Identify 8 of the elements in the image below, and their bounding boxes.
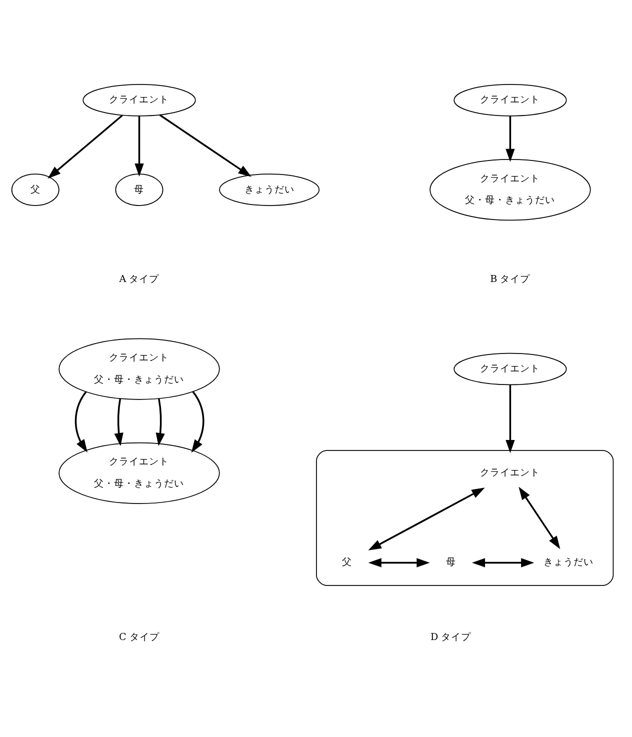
node-text: クライエント	[480, 467, 540, 478]
label: D タイプ	[430, 632, 472, 643]
label: B タイプ	[490, 273, 530, 284]
label: C タイプ	[119, 632, 160, 643]
node-text: 母	[446, 556, 456, 568]
node-text: きょうだい	[544, 556, 594, 568]
node-text: 父	[342, 556, 352, 568]
label: A タイプ	[119, 273, 160, 284]
